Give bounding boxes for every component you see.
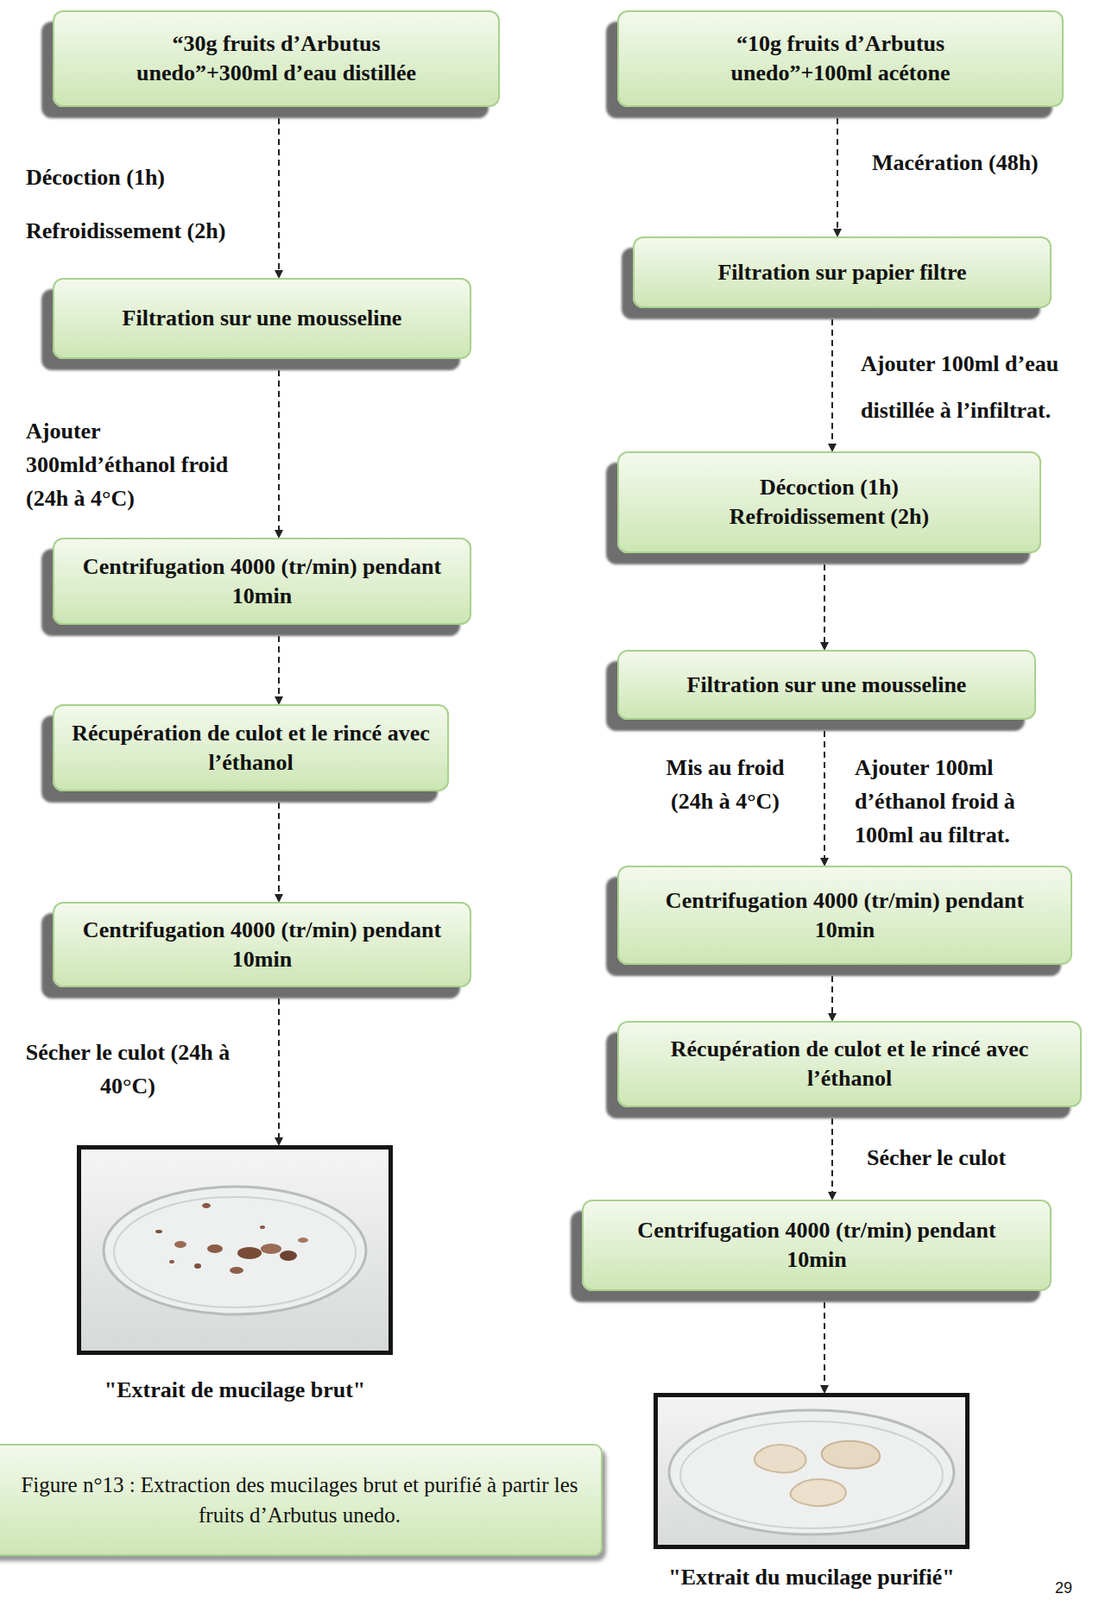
petri-dish-photo bbox=[76, 1145, 393, 1356]
dashed-arrow bbox=[831, 1108, 834, 1200]
step-text: Décoction (1h) Refroidissement (2h) bbox=[700, 473, 960, 532]
dashed-arrow bbox=[831, 309, 834, 451]
process-box: “10g fruits d’Arbutus unedo”+100ml acéto… bbox=[617, 10, 1064, 108]
image-caption: "Extrait du mucilage purifié" bbox=[668, 1564, 954, 1592]
step-text: Centrifugation 4000 (tr/min) pendant 10m… bbox=[68, 915, 456, 975]
dashed-arrow bbox=[277, 988, 280, 1145]
step-label: Sécher le culot (24h à 40°C) bbox=[6, 1035, 249, 1104]
step-text: Récupération de culot et le rincé avec l… bbox=[68, 719, 434, 778]
caption-box: Figure n°13 : Extraction des mucilages b… bbox=[0, 1444, 603, 1557]
dashed-arrow bbox=[277, 107, 280, 278]
process-box: Récupération de culot et le rincé avec l… bbox=[52, 704, 449, 792]
dashed-arrow bbox=[277, 792, 280, 902]
step-label: Macération (48h) bbox=[871, 148, 1106, 178]
step-label: Sécher le culot bbox=[866, 1143, 1083, 1174]
step-text: Filtration sur papier filtre bbox=[717, 258, 967, 288]
process-box: Filtration sur une mousseline bbox=[617, 650, 1036, 721]
process-box: Filtration sur papier filtre bbox=[632, 236, 1052, 309]
page-number: 29 bbox=[1054, 1579, 1099, 1598]
step-text: Centrifugation 4000 (tr/min) pendant 10m… bbox=[68, 552, 456, 612]
photo-frame: "Extrait de mucilage brut" bbox=[76, 1145, 393, 1356]
step-text: Récupération de culot et le rincé avec l… bbox=[650, 1035, 1049, 1094]
step-label: Ajouter 300mld’éthanol froid (24h à 4°C) bbox=[25, 414, 238, 516]
process-box: Décoction (1h) Refroidissement (2h) bbox=[617, 451, 1042, 554]
dashed-arrow bbox=[277, 360, 280, 537]
step-label: Ajouter 100ml d’éthanol froid à 100ml au… bbox=[854, 751, 1071, 853]
dashed-arrow bbox=[831, 966, 834, 1021]
figure-caption: Figure n°13 : Extraction des mucilages b… bbox=[15, 1470, 584, 1531]
process-box: Centrifugation 4000 (tr/min) pendant 10m… bbox=[581, 1200, 1052, 1292]
process-box: Centrifugation 4000 (tr/min) pendant 10m… bbox=[52, 537, 472, 626]
step-text: Filtration sur une mousseline bbox=[122, 303, 403, 334]
dashed-arrow bbox=[823, 720, 826, 866]
process-box: Filtration sur une mousseline bbox=[52, 277, 472, 360]
petri-dish-photo bbox=[653, 1393, 970, 1550]
process-box: Centrifugation 4000 (tr/min) pendant 10m… bbox=[52, 902, 472, 988]
dashed-arrow bbox=[823, 554, 826, 650]
step-text: “30g fruits d’Arbutus unedo”+300ml d’eau… bbox=[103, 29, 449, 89]
step-text: Centrifugation 4000 (tr/min) pendant 10m… bbox=[635, 1216, 998, 1276]
dashed-arrow bbox=[836, 107, 839, 236]
step-text: Filtration sur une mousseline bbox=[687, 670, 967, 701]
process-box: Centrifugation 4000 (tr/min) pendant 10m… bbox=[617, 865, 1073, 966]
step-label: Décoction (1h) Refroidissement (2h) bbox=[25, 151, 272, 259]
photo-frame: "Extrait du mucilage purifié" bbox=[653, 1393, 970, 1550]
step-text: “10g fruits d’Arbutus unedo”+100ml acéto… bbox=[668, 29, 1014, 89]
dashed-arrow bbox=[823, 1292, 826, 1393]
step-text: Centrifugation 4000 (tr/min) pendant 10m… bbox=[663, 886, 1027, 946]
step-label: Ajouter 100ml d’eau distillée à l’infilt… bbox=[860, 341, 1113, 435]
condition-label: Mis au froid (24h à 4°C) bbox=[643, 751, 808, 819]
dashed-arrow bbox=[277, 625, 280, 704]
process-box: Récupération de culot et le rincé avec l… bbox=[617, 1021, 1082, 1108]
process-box: “30g fruits d’Arbutus unedo”+300ml d’eau… bbox=[52, 10, 500, 108]
image-caption: "Extrait de mucilage brut" bbox=[104, 1376, 367, 1404]
